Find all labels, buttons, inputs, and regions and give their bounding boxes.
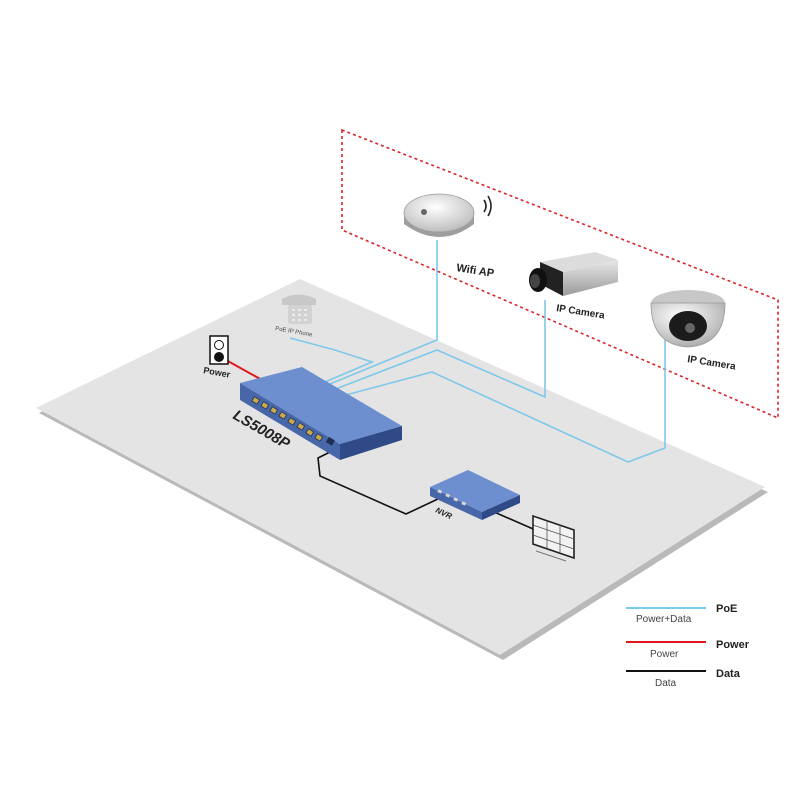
wifi-signal-icon bbox=[483, 195, 492, 217]
poe-cable-dome-camera bbox=[341, 340, 666, 463]
poe-cable-box-camera bbox=[332, 300, 546, 399]
legend-data-caption: Data bbox=[655, 678, 677, 689]
legend-poe-caption: Power+Data bbox=[636, 614, 692, 625]
power-cable bbox=[225, 359, 263, 381]
legend-poe-name: PoE bbox=[716, 603, 737, 615]
floor-plane bbox=[36, 279, 768, 660]
legend: PoE Power+Data Power Power Data Data bbox=[626, 603, 750, 689]
legend-item-poe: PoE Power+Data bbox=[626, 603, 737, 625]
monitor bbox=[532, 514, 575, 562]
box-camera-label: IP Camera bbox=[556, 303, 606, 322]
legend-power-caption: Power bbox=[650, 649, 679, 660]
data-cable-switch-nvr bbox=[317, 445, 441, 515]
wifi-ap: Wifi AP bbox=[403, 193, 495, 280]
switch-ports bbox=[251, 396, 324, 442]
legend-power-name: Power bbox=[716, 639, 750, 651]
dome-ip-camera: IP Camera bbox=[650, 290, 737, 373]
poe-cable-phone bbox=[289, 337, 375, 383]
wifi-ap-label: Wifi AP bbox=[456, 262, 495, 280]
box-ip-camera: IP Camera bbox=[529, 252, 618, 322]
power-outlet-label: Power bbox=[203, 365, 232, 380]
legend-item-power: Power Power bbox=[626, 639, 750, 660]
poe-cable-wifi-ap bbox=[324, 240, 438, 387]
power-outlet: Power bbox=[203, 335, 232, 380]
poe-cables bbox=[289, 240, 666, 463]
nvr: NVR bbox=[430, 470, 520, 521]
legend-item-data: Data Data bbox=[626, 668, 741, 689]
device-zone-border bbox=[341, 128, 779, 420]
dome-camera-label: IP Camera bbox=[687, 354, 737, 373]
legend-data-name: Data bbox=[716, 668, 741, 680]
